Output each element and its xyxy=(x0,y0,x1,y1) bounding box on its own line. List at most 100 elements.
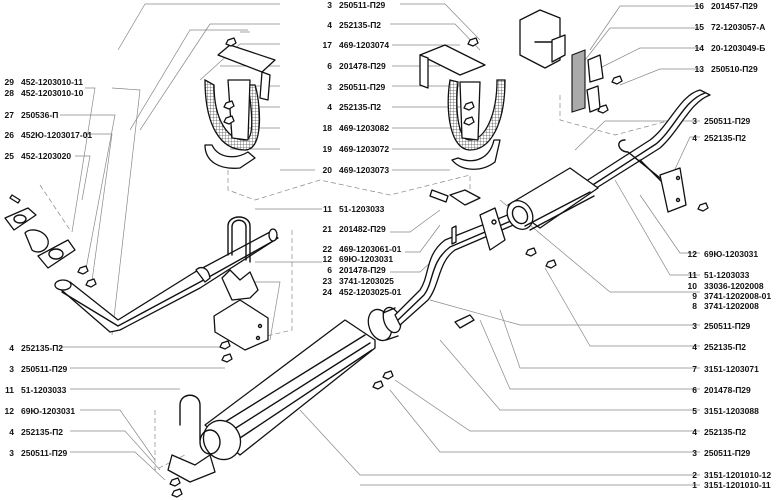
part-code: 252135-П2 xyxy=(339,20,382,30)
part-code: 51-1203033 xyxy=(339,204,385,214)
part-code: 201478-П29 xyxy=(704,385,751,395)
part-code: 51-1203033 xyxy=(704,270,750,280)
callout-number: 14 xyxy=(694,43,704,53)
part-code: 69Ю-1203031 xyxy=(704,249,759,259)
callout-4: 4 252135-П2 xyxy=(318,102,381,112)
part-code: 3741-1202008 xyxy=(704,301,759,311)
callout-2: 2 3151-1201010-12 xyxy=(683,470,771,480)
callout-number: 9 xyxy=(692,291,697,301)
callout-number: 15 xyxy=(694,22,704,32)
callout-number: 5 xyxy=(692,406,697,416)
part-code: 3151-1203071 xyxy=(704,364,759,374)
callout-number: 24 xyxy=(322,287,332,297)
part-code: 469-1203061-01 xyxy=(339,244,402,254)
pipe-clamp-middle xyxy=(429,189,557,269)
part-code: 69Ю-1203031 xyxy=(21,406,76,416)
part-code: 250511-П29 xyxy=(704,116,751,126)
top-bracket-assembly xyxy=(519,9,623,114)
part-code: 3151-1201010-11 xyxy=(704,480,771,490)
callout-number: 12 xyxy=(4,406,14,416)
resonator xyxy=(506,167,599,231)
callout-number: 21 xyxy=(322,224,332,234)
callout-number: 3 xyxy=(9,448,14,458)
callout-number: 3 xyxy=(327,0,332,10)
rubber-hanger-left xyxy=(204,37,276,169)
callout-12: 12 69Ю-1203031 xyxy=(0,406,76,416)
part-code: 252135-П2 xyxy=(339,102,382,112)
callout-number: 2 xyxy=(692,470,697,480)
callout-6: 6 201478-П29 xyxy=(683,385,751,395)
part-code: 201478-П29 xyxy=(339,265,386,275)
part-code: 3151-1203088 xyxy=(704,406,759,416)
part-code: 252135-П2 xyxy=(21,343,64,353)
callout-27: 27 250536-П xyxy=(0,110,59,120)
callout-3: 3 250511-П29 xyxy=(318,0,385,10)
part-code: 250536-П xyxy=(21,110,59,120)
part-code: 469-1203072 xyxy=(339,144,390,154)
callout-number: 18 xyxy=(322,123,332,133)
part-code: 250511-П29 xyxy=(21,448,68,458)
part-code: 252135-П2 xyxy=(21,427,64,437)
callout-number: 3 xyxy=(692,448,697,458)
callout-number: 22 xyxy=(322,244,332,254)
callout-number: 6 xyxy=(692,385,697,395)
callout-number: 25 xyxy=(4,151,14,161)
callout-number: 20 xyxy=(322,165,332,175)
flange-joint xyxy=(367,306,475,390)
callout-number: 10 xyxy=(687,281,697,291)
part-code: 252135-П2 xyxy=(704,133,747,143)
callout-number: 26 xyxy=(4,130,14,140)
callout-3: 3 250511-П29 xyxy=(683,116,750,126)
part-code: 3151-1201010-12 xyxy=(704,470,772,480)
clamp-bracket-center xyxy=(213,216,269,363)
callout-number: 3 xyxy=(692,116,697,126)
part-code: 51-1203033 xyxy=(21,385,67,395)
callout-number: 3 xyxy=(9,364,14,374)
part-code: 252135-П2 xyxy=(704,342,747,352)
callout-number: 23 xyxy=(322,276,332,286)
callout-number: 27 xyxy=(4,110,14,120)
callout-number: 13 xyxy=(694,64,704,74)
part-code: 250511-П29 xyxy=(339,0,386,10)
part-code: 201457-П29 xyxy=(711,1,758,11)
front-exhaust-pipe xyxy=(54,228,279,333)
callout-number: 4 xyxy=(9,343,14,353)
part-code: 452-1203010-11 xyxy=(21,77,83,87)
part-code: 452-1203020 xyxy=(21,151,72,161)
callout-8: 8 3741-1202008 xyxy=(683,301,759,311)
callout-number: 4 xyxy=(327,102,332,112)
part-code: 452Ю-1203017-01 xyxy=(21,130,93,140)
callout-number: 8 xyxy=(692,301,697,311)
part-code: 452-1203010-10 xyxy=(21,88,84,98)
rear-hanger xyxy=(618,139,709,213)
part-code: 250511-П29 xyxy=(339,82,386,92)
callout-26: 26 452Ю-1203017-01 xyxy=(0,130,93,140)
manifold-flange-group xyxy=(4,194,97,288)
